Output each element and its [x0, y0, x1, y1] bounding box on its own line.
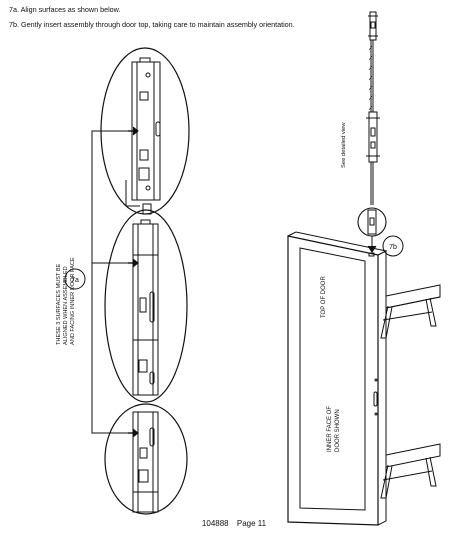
detailed-view-label: See detailed view: [341, 122, 347, 168]
doc-number: 104888: [201, 519, 229, 528]
door-drawing: [287, 231, 388, 526]
detail-oval-bottom: [104, 403, 188, 515]
inner-face-line2: DOOR SHOWN: [335, 409, 341, 452]
callout-7a-circle: [64, 268, 86, 290]
detail-oval-middle: [104, 209, 188, 403]
step-7b-text: 7b. Gently insert assembly through door …: [9, 20, 295, 29]
page-number: Page 11: [236, 519, 267, 528]
alignment-bracket: [91, 130, 128, 434]
sawhorse-bottom: [380, 443, 441, 499]
sawhorse-top: [380, 284, 441, 339]
hardware-chain: [357, 11, 387, 253]
align-note-line1: THESE 3 SURFACES MUST BE: [56, 263, 62, 345]
callout-7b-circle: [382, 235, 404, 257]
callout-7b-label: 7b: [389, 244, 397, 251]
inner-face-line1: INNER FACE OF: [327, 406, 333, 452]
align-note-line3: AND FACING INNER DOOR FACE: [70, 257, 76, 345]
callout-7a-label: 7a: [71, 277, 79, 284]
step-7a-text: 7a. Align surfaces as shown below.: [9, 5, 121, 14]
page-footer: 104888 Page 11: [0, 519, 468, 528]
top-of-door-label: TOP OF DOOR: [321, 276, 327, 318]
align-note-line2: ALIGNED WHEN ASSEMBLED: [63, 266, 69, 345]
